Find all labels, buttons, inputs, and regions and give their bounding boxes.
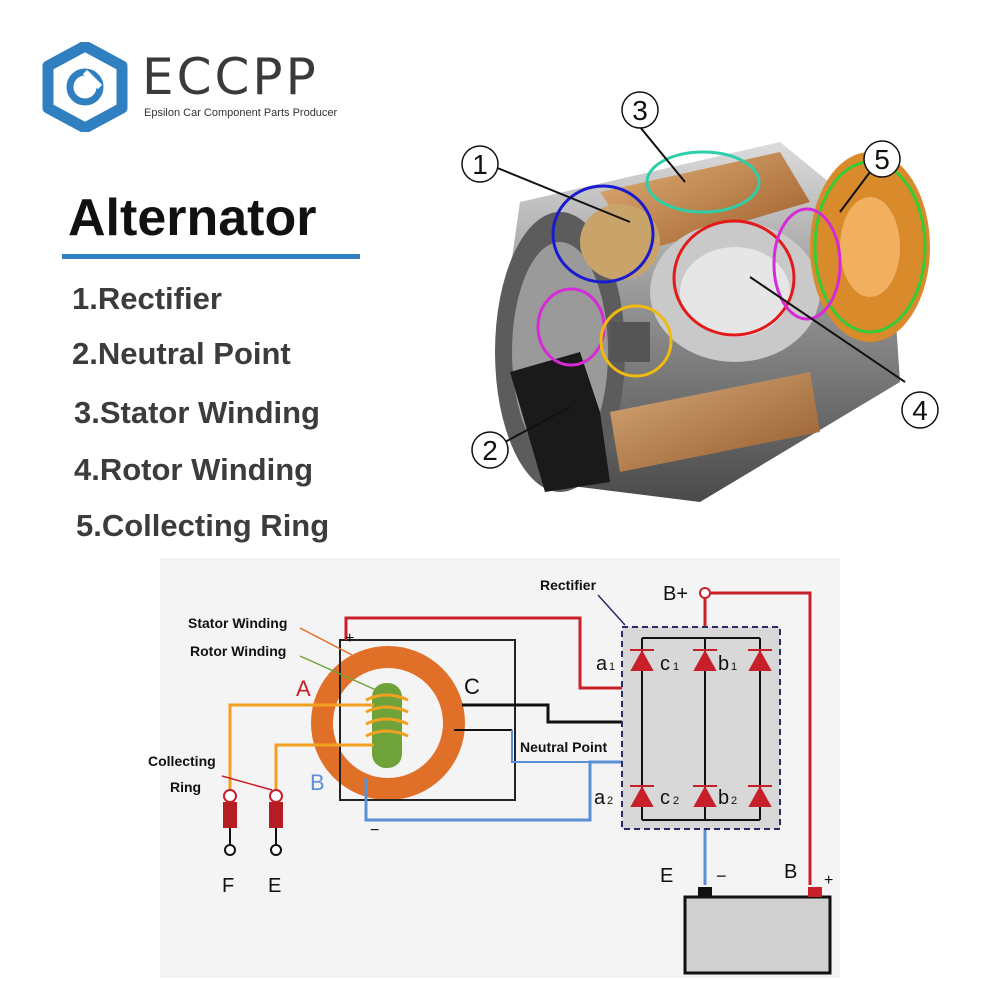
rectifier-plate bbox=[580, 204, 660, 280]
diode-b1 bbox=[748, 649, 772, 671]
svg-text:2: 2 bbox=[731, 795, 737, 807]
phase-label-b: B bbox=[310, 770, 325, 795]
legend-item-neutral-point: 2.Neutral Point bbox=[72, 336, 291, 371]
svg-text:2: 2 bbox=[482, 435, 498, 466]
callout-4: 4 bbox=[901, 391, 939, 429]
diode-label-c1: c bbox=[660, 653, 670, 675]
svg-text:2: 2 bbox=[673, 795, 679, 807]
brand-name: EϹϹPP bbox=[142, 48, 319, 106]
svg-text:1: 1 bbox=[609, 661, 615, 673]
svg-text:4: 4 bbox=[912, 395, 928, 426]
collecting-ring-e bbox=[269, 789, 283, 856]
label-rectifier: Rectifier bbox=[540, 577, 597, 593]
battery-positive-post bbox=[808, 887, 822, 897]
diode-label-c2: c bbox=[660, 787, 670, 809]
svg-text:1: 1 bbox=[673, 661, 679, 673]
highlight-rotor bbox=[672, 219, 796, 337]
diode-c2 bbox=[693, 785, 717, 807]
svg-text:3: 3 bbox=[632, 95, 648, 126]
label-stator-winding: Stator Winding bbox=[188, 615, 287, 631]
terminal-block bbox=[510, 352, 610, 492]
positive-wire bbox=[344, 616, 630, 690]
callout-3: 3 bbox=[621, 91, 659, 129]
b-plus-wire bbox=[705, 591, 812, 885]
ring-lead-f bbox=[228, 703, 374, 790]
phase-label-a: A bbox=[296, 676, 311, 701]
callout-2: 2 bbox=[471, 431, 509, 469]
battery-label-b: B bbox=[784, 861, 797, 883]
diode-b2 bbox=[748, 785, 772, 807]
battery-negative-post bbox=[698, 887, 712, 897]
battery-plus-sign: + bbox=[824, 872, 833, 889]
callout-5: 5 bbox=[863, 140, 901, 178]
legend-item-stator-winding: 3.Stator Winding bbox=[74, 395, 320, 430]
label-rotor-winding: Rotor Winding bbox=[190, 643, 286, 659]
diode-label-b2: b bbox=[718, 787, 729, 809]
terminal-label-e: E bbox=[268, 875, 281, 897]
diode-a2 bbox=[630, 785, 654, 807]
highlight-rectifier bbox=[551, 184, 655, 284]
phase-label-c: C bbox=[464, 674, 480, 699]
svg-text:5: 5 bbox=[874, 144, 890, 175]
plus-sign: + bbox=[345, 630, 354, 647]
brush-holder bbox=[610, 322, 650, 362]
terminal-label-f: F bbox=[222, 875, 234, 897]
svg-text:1: 1 bbox=[472, 149, 488, 180]
battery-label-e: E bbox=[660, 865, 673, 887]
diode-a1 bbox=[630, 649, 654, 671]
label-neutral-point: Neutral Point bbox=[520, 739, 607, 755]
stator-ring bbox=[311, 639, 516, 801]
diode-label-a2: a bbox=[594, 787, 606, 809]
b-plus-terminal bbox=[699, 587, 711, 599]
legend-item-collecting-ring: 5.Collecting Ring bbox=[76, 508, 330, 543]
alternator-illustration: 1 2 3 4 5 bbox=[461, 91, 939, 502]
diode-label-a1: a bbox=[596, 653, 608, 675]
svg-text:2: 2 bbox=[607, 795, 613, 807]
ring-lead-e bbox=[274, 743, 374, 790]
highlight-yellow bbox=[599, 304, 673, 378]
highlight-stator bbox=[645, 150, 761, 214]
battery bbox=[683, 895, 832, 975]
diode-c1 bbox=[693, 649, 717, 671]
label-collecting: Collecting bbox=[148, 753, 216, 769]
diode-label-b1: b bbox=[718, 653, 729, 675]
collecting-ring-f bbox=[223, 789, 237, 856]
callout-1: 1 bbox=[461, 145, 499, 183]
minus-sign: − bbox=[370, 822, 379, 839]
highlight-pink-right bbox=[772, 207, 842, 321]
terminal-label-b-plus: B+ bbox=[663, 583, 688, 605]
legend-item-rectifier: 1.Rectifier bbox=[72, 281, 222, 316]
title-underline bbox=[62, 254, 360, 259]
legend-item-rotor-winding: 4.Rotor Winding bbox=[74, 452, 314, 487]
brand-tagline: Epsilon Car Component Parts Producer bbox=[144, 107, 338, 119]
svg-text:1: 1 bbox=[731, 661, 737, 673]
diodes bbox=[630, 649, 772, 807]
label-ring: Ring bbox=[170, 779, 201, 795]
battery-minus-sign: − bbox=[716, 866, 727, 886]
rotor-winding bbox=[365, 683, 409, 768]
brand-logo-icon bbox=[42, 42, 128, 132]
page-title: Alternator bbox=[68, 189, 317, 247]
